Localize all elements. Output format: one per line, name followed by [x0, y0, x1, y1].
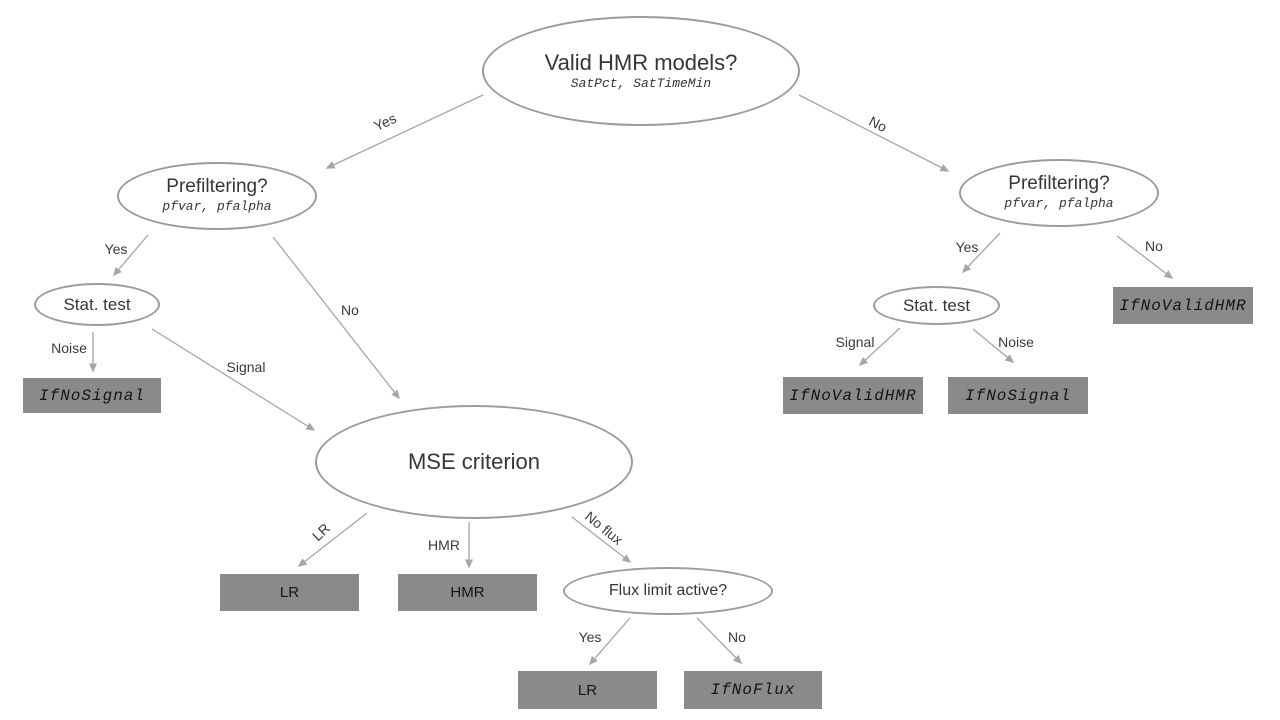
- arrow-prefilter-left-to-stat: [113, 234, 149, 277]
- edge-label-no-left: No: [341, 302, 359, 318]
- edge-label-signal-left: Signal: [226, 359, 266, 375]
- outcome-box-lr-mse: LR: [220, 574, 359, 611]
- edge-label-signal-right: Signal: [835, 334, 875, 350]
- edge-label-no-flux-out: No: [728, 629, 746, 645]
- arrow-prefilter-right-to-stat: [961, 232, 1001, 274]
- node-stat-test-left-title: Stat. test: [63, 294, 131, 314]
- arrow-mse-to-lr: [297, 512, 368, 567]
- node-stat-test-left: Stat. test: [34, 283, 160, 326]
- outcome-box-ifnovalidhmr-signal: IfNoValidHMR: [783, 377, 923, 414]
- node-flux-limit-active: Flux limit active?: [563, 567, 773, 615]
- node-prefiltering-right-title: Prefiltering?: [1008, 173, 1110, 195]
- edge-label-noise-right: Noise: [998, 334, 1034, 350]
- outcome-box-ifnovalidhmr-no: IfNoValidHMR: [1113, 287, 1253, 324]
- outcome-box-ifnosignal-left: IfNoSignal: [23, 378, 161, 413]
- arrow-stat-left-to-mse: [151, 328, 316, 431]
- arrow-top-to-prefilter-left: [325, 94, 484, 169]
- node-valid-hmr-params: SatPct, SatTimeMin: [570, 76, 712, 92]
- node-valid-hmr-title: Valid HMR models?: [544, 49, 738, 75]
- arrow-prefilter-left-to-mse: [272, 236, 400, 400]
- edge-label-hmr-branch: HMR: [428, 537, 460, 553]
- arrow-prefilter-right-to-ifnovalidhmr: [1116, 235, 1174, 279]
- arrow-flux-to-lr: [589, 617, 631, 666]
- edge-label-yes-right: Yes: [955, 239, 979, 255]
- node-mse-criterion-title: MSE criterion: [407, 449, 541, 475]
- node-prefiltering-right-params: pfvar, pfalpha: [1004, 196, 1114, 212]
- outcome-box-lr-flux: LR: [518, 671, 657, 709]
- node-stat-test-right-title: Stat. test: [902, 295, 971, 315]
- node-prefiltering-left-title: Prefiltering?: [166, 176, 268, 198]
- arrow-flux-to-ifnoflux: [696, 617, 743, 665]
- node-flux-limit-title: Flux limit active?: [608, 581, 728, 599]
- edge-label-no-right: No: [1145, 238, 1163, 254]
- edge-label-yes-left: Yes: [104, 241, 128, 257]
- outcome-box-hmr-mse: HMR: [398, 574, 537, 611]
- node-prefiltering-right: Prefiltering? pfvar, pfalpha: [959, 159, 1159, 227]
- node-stat-test-right: Stat. test: [873, 286, 1000, 325]
- node-mse-criterion: MSE criterion: [315, 405, 633, 519]
- outcome-box-ifnoflux: IfNoFlux: [684, 671, 822, 709]
- outcome-box-ifnosignal-right: IfNoSignal: [948, 377, 1088, 414]
- node-prefiltering-left-params: pfvar, pfalpha: [162, 199, 272, 215]
- node-valid-hmr-models: Valid HMR models? SatPct, SatTimeMin: [482, 16, 800, 126]
- arrow-stat-right-to-ifnovalidhmr: [858, 327, 901, 367]
- arrow-mse-to-fluxlimit: [571, 516, 632, 563]
- edge-label-yes-flux: Yes: [578, 629, 602, 645]
- edge-label-noise-left: Noise: [51, 340, 87, 356]
- arrow-stat-right-to-ifnosignal: [972, 328, 1015, 363]
- arrow-top-to-prefilter-right: [798, 94, 950, 172]
- node-prefiltering-left: Prefiltering? pfvar, pfalpha: [117, 162, 317, 230]
